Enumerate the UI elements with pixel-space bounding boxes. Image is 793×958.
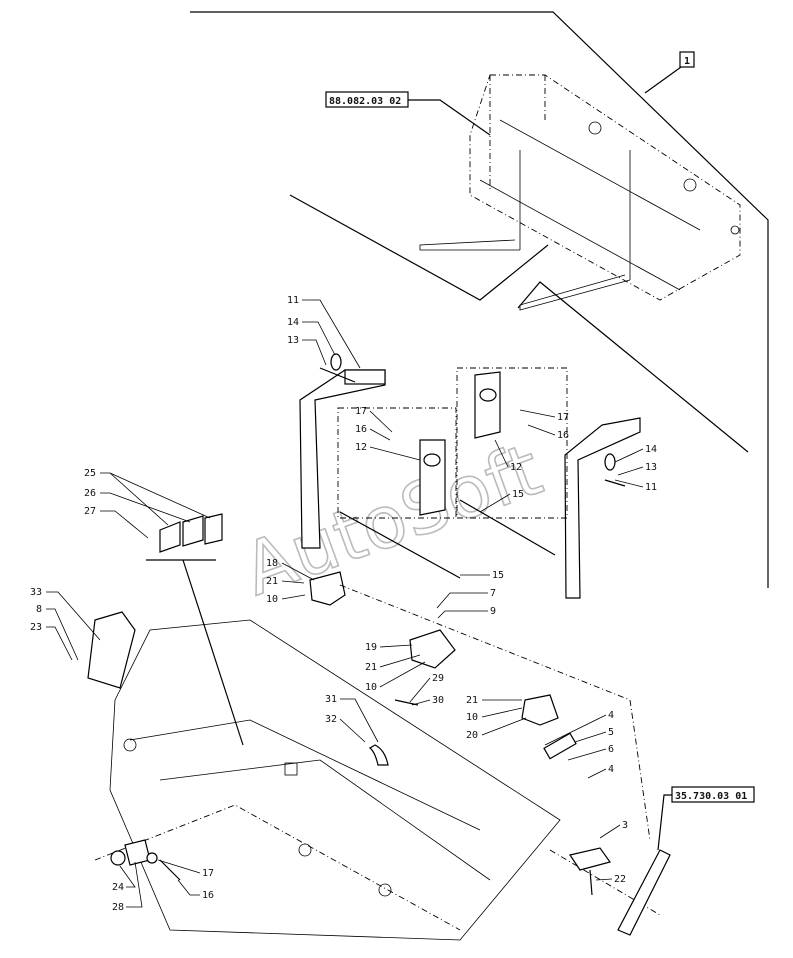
- callout-10-c: 10: [466, 712, 478, 723]
- callout-21-b: 21: [365, 662, 377, 673]
- center-bracket-right: [456, 367, 568, 519]
- callout-28: 28: [112, 902, 124, 913]
- callout-11-b: 11: [645, 482, 657, 493]
- callout-23: 23: [30, 622, 42, 633]
- callout-17-a: 17: [355, 406, 367, 417]
- center-bracket-left: [337, 407, 457, 519]
- side-block: [87, 611, 136, 689]
- callout-15-b: 15: [492, 570, 504, 581]
- callout-31: 31: [325, 694, 337, 705]
- callout-24: 24: [112, 882, 124, 893]
- group-ref-box[interactable]: 1: [679, 51, 695, 68]
- callout-20: 20: [466, 730, 478, 741]
- bottom-ref-label: 35.730.03 01: [675, 791, 747, 802]
- callout-21-a: 21: [266, 576, 278, 587]
- bottom-ref-box[interactable]: 35.730.03 01: [671, 786, 755, 803]
- callout-21-c: 21: [466, 695, 478, 706]
- callout-13-a: 13: [287, 335, 299, 346]
- callout-19: 19: [365, 642, 377, 653]
- fork-arm-right: [564, 417, 641, 599]
- callout-33: 33: [30, 587, 42, 598]
- bolt-22: [589, 869, 593, 896]
- pin-31: [368, 744, 389, 766]
- pallet-fork-frame: [419, 74, 741, 311]
- watermark: AutoSoft: [233, 427, 552, 612]
- upper-assembly-border: [289, 194, 549, 301]
- upper-assembly-border-2: [517, 281, 749, 453]
- callout-27: 27: [84, 506, 96, 517]
- callout-14-b: 14: [645, 444, 657, 455]
- callout-30: 30: [432, 695, 444, 706]
- fork-arm-left: [299, 353, 386, 549]
- group-ref-label: 1: [684, 56, 690, 67]
- callout-26: 26: [84, 488, 96, 499]
- callout-17-c: 17: [202, 868, 214, 879]
- hitch-parts-lower-left: [110, 839, 181, 881]
- callout-9: 9: [490, 606, 496, 617]
- rod-right: [459, 499, 556, 556]
- callout-10-a: 10: [266, 594, 278, 605]
- callout-16-c: 16: [202, 890, 214, 901]
- callout-22: 22: [614, 874, 626, 885]
- callout-15-a: 15: [512, 489, 524, 500]
- wear-pads: [159, 513, 223, 553]
- callout-8: 8: [36, 604, 42, 615]
- callout-32: 32: [325, 714, 337, 725]
- top-ref-label: 88.082.03 02: [329, 96, 401, 107]
- bracket-19: [409, 629, 456, 669]
- pin-5: [543, 732, 577, 760]
- bracket-18: [309, 571, 346, 606]
- cylinder: [617, 849, 671, 936]
- callout-12-b: 12: [510, 462, 522, 473]
- callout-11-a: 11: [287, 295, 299, 306]
- callout-4-b: 4: [608, 764, 614, 775]
- callout-25: 25: [84, 468, 96, 479]
- callout-16-b: 16: [557, 430, 569, 441]
- callout-3: 3: [622, 820, 628, 831]
- callout-29: 29: [432, 673, 444, 684]
- top-ref-leader: [408, 99, 491, 136]
- callout-18: 18: [266, 558, 278, 569]
- loader-bucket: [94, 584, 661, 941]
- callout-5: 5: [608, 727, 614, 738]
- callout-7: 7: [490, 588, 496, 599]
- callout-12-a: 12: [355, 442, 367, 453]
- pad-pointer: [182, 559, 244, 746]
- callout-4-a: 4: [608, 710, 614, 721]
- top-ref-box[interactable]: 88.082.03 02: [325, 91, 409, 108]
- callout-14-a: 14: [287, 317, 299, 328]
- plate-3: [569, 847, 611, 871]
- callouts: 11 14 13 17 16 12 17 16 12 15 14 13: [30, 295, 657, 913]
- callout-13-b: 13: [645, 462, 657, 473]
- callout-16-a: 16: [355, 424, 367, 435]
- callout-10-b: 10: [365, 682, 377, 693]
- callout-6: 6: [608, 744, 614, 755]
- group-bracket-line: [190, 11, 769, 588]
- callout-17-b: 17: [557, 412, 569, 423]
- bottom-ref-leader: [657, 794, 672, 851]
- rod-left: [339, 511, 461, 579]
- bracket-20: [521, 694, 559, 726]
